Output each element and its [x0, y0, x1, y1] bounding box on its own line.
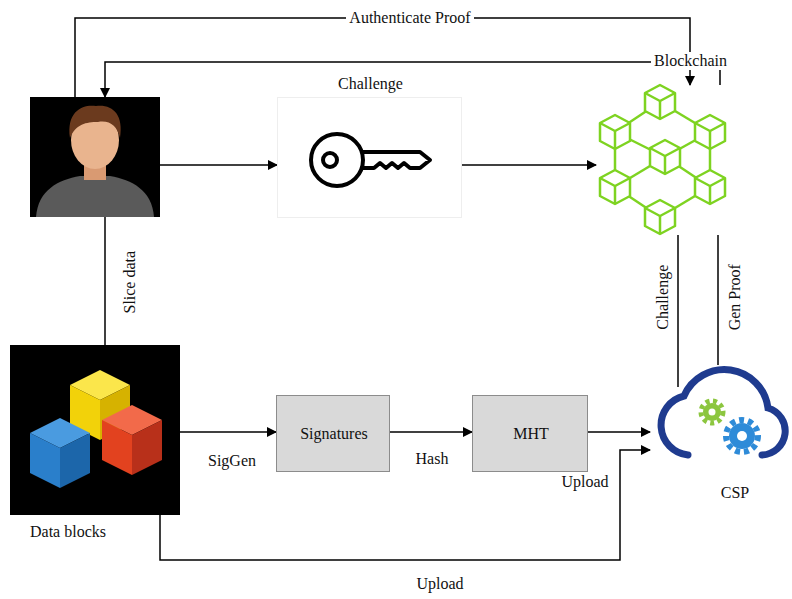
node-caption: Challenge	[335, 75, 406, 93]
connector	[677, 235, 679, 387]
csp-node: CSP	[650, 375, 790, 457]
connector	[104, 217, 106, 345]
user-icon	[30, 97, 160, 217]
process-box: MHT	[472, 395, 588, 472]
edge-label: Slice data	[121, 248, 139, 317]
edge-label: Gen Proof	[726, 261, 744, 333]
connector	[588, 431, 650, 433]
data-blocks-node: Data blocks	[10, 345, 180, 515]
key-icon	[311, 134, 430, 186]
process-box: Signatures	[276, 395, 390, 472]
box-label: MHT	[513, 425, 549, 443]
connector	[462, 164, 596, 166]
blockchain-icon	[600, 85, 725, 234]
edge-label: SigGen	[205, 452, 259, 470]
edge-label: Upload	[558, 473, 611, 491]
data-blocks-icon	[10, 345, 180, 515]
edge-label: Upload	[413, 575, 466, 593]
node-caption: Data blocks	[27, 523, 109, 541]
edge-label: Hash	[413, 450, 452, 468]
connector	[390, 431, 472, 433]
connector	[105, 62, 720, 97]
connector	[180, 431, 276, 433]
edge-label: Challenge	[654, 262, 672, 333]
key-node: Challenge	[277, 97, 462, 218]
user-node	[30, 97, 160, 217]
node-caption: Blockchain	[651, 52, 730, 70]
connector	[160, 164, 277, 166]
edge-label: Authenticate Proof	[346, 9, 473, 27]
blockchain-node: Blockchain	[592, 85, 737, 235]
connector	[717, 235, 719, 365]
box-label: Signatures	[300, 425, 368, 443]
connector	[75, 18, 690, 97]
cloud-icon	[661, 370, 785, 455]
node-caption: CSP	[718, 484, 752, 502]
